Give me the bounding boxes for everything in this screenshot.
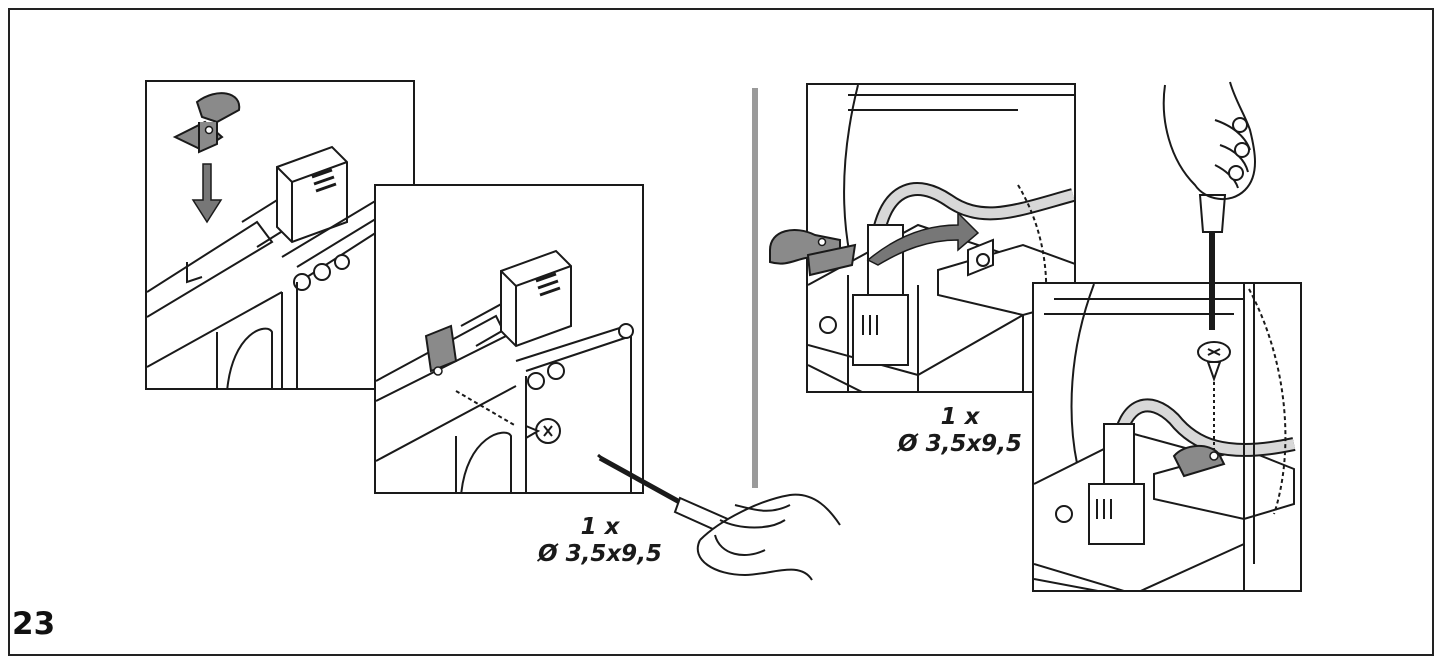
panel-clip-screw [374, 184, 644, 494]
panel-clip-fastened [1032, 282, 1302, 592]
cable-clip-icon [424, 324, 458, 376]
left-screw-caption: 1 x Ø 3,5x9,5 [500, 514, 700, 568]
clip-placement-drawing [147, 92, 388, 388]
panel-cable-routing [806, 83, 1076, 393]
right-screw-size-label: Ø 3,5x9,5 [898, 431, 1022, 457]
cable-clip-icon [172, 92, 241, 154]
curved-arrow-icon [866, 211, 980, 266]
cable-clip-icon [1172, 445, 1226, 478]
left-screw-size-label: Ø 3,5x9,5 [538, 541, 662, 567]
left-quantity-label: 1 x [580, 514, 620, 540]
panel-clip-placement [145, 80, 415, 390]
cable-clip-icon [769, 229, 857, 277]
cable-routing-drawing [808, 85, 1074, 391]
screw-icon [525, 418, 561, 444]
right-screw-caption: 1 x Ø 3,5x9,5 [860, 404, 1060, 458]
down-arrow-icon [191, 163, 223, 224]
right-quantity-label: 1 x [940, 404, 980, 430]
clip-fastened-drawing [1034, 284, 1296, 590]
clip-screw-drawing [376, 249, 634, 492]
screw-icon [1197, 341, 1231, 383]
figure-number: 23 [12, 606, 56, 642]
step-divider [752, 88, 758, 488]
